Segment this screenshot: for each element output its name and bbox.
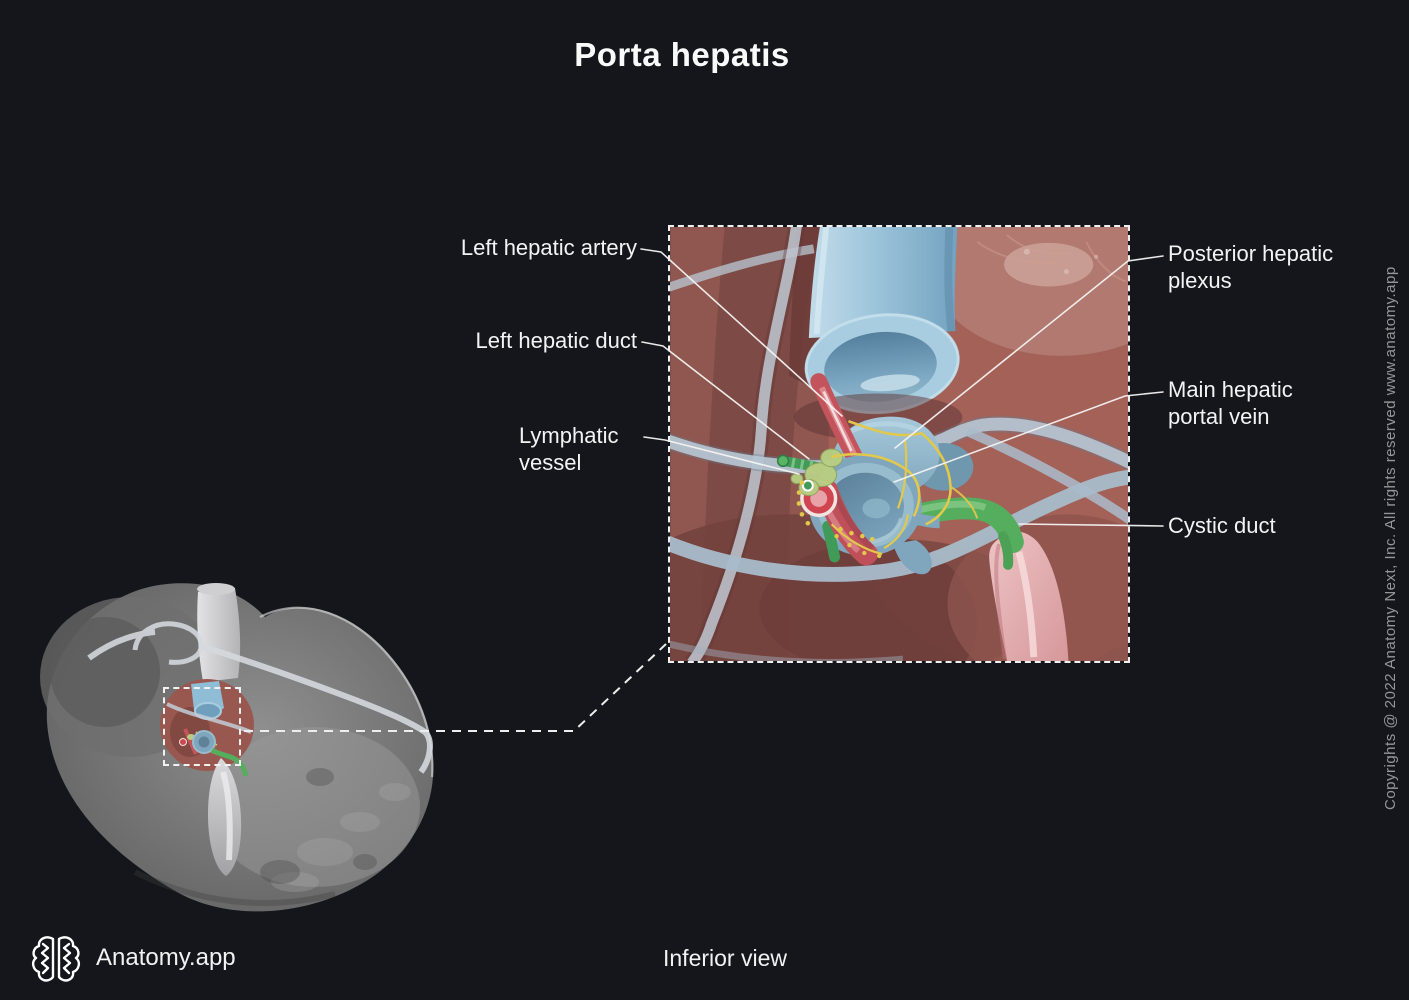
view-label: Inferior view bbox=[663, 945, 787, 971]
copyright-text: Copyrights @ 2022 Anatomy Next, Inc. All… bbox=[1382, 266, 1399, 810]
brain-icon bbox=[31, 936, 81, 982]
label-cystic-duct: Cystic duct bbox=[1168, 513, 1276, 538]
thumbnail-vena-cava bbox=[197, 583, 241, 682]
inferior-vena-cava bbox=[793, 227, 963, 442]
lower-ligament-band bbox=[670, 469, 1128, 661]
thumbnail-gallbladder bbox=[208, 758, 242, 876]
label-left-hepatic-artery: Left hepatic artery bbox=[460, 235, 637, 260]
label-main-hepatic-portal-vein: Main hepatic portal vein bbox=[1168, 377, 1293, 429]
brand-name: Anatomy.app bbox=[96, 944, 236, 971]
porta-hepatis-illustration bbox=[670, 227, 1128, 661]
label-posterior-hepatic-plexus: Posterior hepatic plexus bbox=[1168, 241, 1334, 293]
page-title: Porta hepatis bbox=[574, 36, 790, 73]
zoom-region-rectangle bbox=[163, 687, 241, 766]
thumbnail-porta-hepatis bbox=[160, 679, 254, 777]
bile-duct-stub bbox=[822, 520, 841, 563]
plexus-ganglia-dots bbox=[796, 480, 882, 559]
inset-figure bbox=[668, 225, 1130, 663]
label-lymphatic-vessel: Lymphatic vessel bbox=[519, 423, 619, 475]
label-left-hepatic-duct: Left hepatic duct bbox=[475, 328, 637, 353]
brand-logo: Anatomy.app bbox=[30, 934, 236, 982]
